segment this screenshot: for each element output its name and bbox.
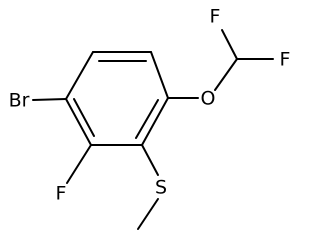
- atom-label-o: O: [201, 88, 216, 110]
- ring-bond-c6-c1: [65, 51, 94, 100]
- ring-bond-c3-c4-inner: [135, 99, 159, 139]
- bond-chf2-f-left: [221, 29, 238, 60]
- atom-label-s: S: [155, 177, 167, 199]
- ring-bond-c5-c6: [65, 98, 92, 146]
- atom-label-br: Br: [9, 90, 30, 112]
- bond-c6-br: [32, 98, 67, 101]
- molecule-structure: Br F S O F F: [9, 6, 291, 230]
- ring-bond-c5-c6-inner: [73, 98, 95, 137]
- atom-label-f-ring: F: [56, 183, 67, 205]
- atom-label-f-top-left: F: [210, 6, 221, 28]
- ring-bond-c3-c4: [141, 97, 169, 146]
- benzene-ring: [65, 51, 169, 146]
- ring-bond-c2-c3: [150, 51, 169, 99]
- bond-s-ch3: [137, 198, 159, 230]
- bond-c5-f: [66, 144, 92, 184]
- bond-o-chf2: [214, 58, 238, 91]
- bond-c4-s: [141, 144, 159, 176]
- atom-label-f-top-right: F: [280, 49, 291, 71]
